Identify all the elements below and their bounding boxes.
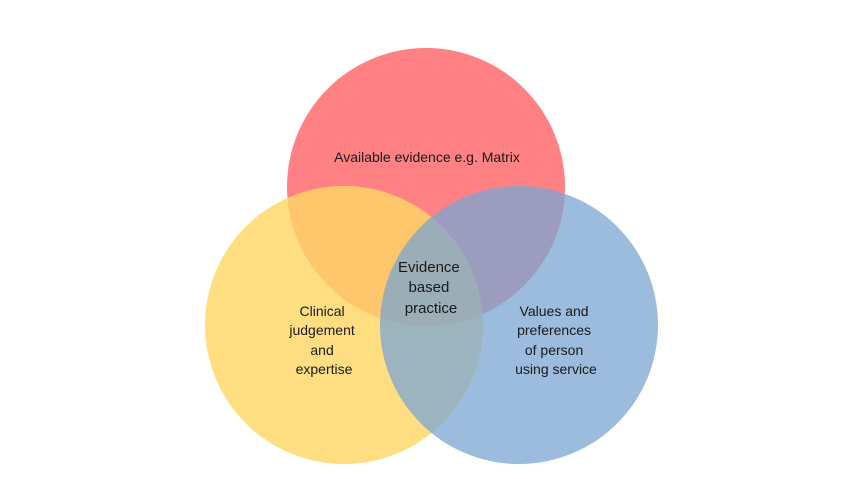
label-values-line-2: preferences <box>517 322 591 338</box>
label-values-line-1: Values and <box>520 303 589 319</box>
label-clinical-line-3: and <box>310 342 333 358</box>
label-values-line-3: of person <box>525 342 583 358</box>
label-clinical-line-4: expertise <box>296 361 353 377</box>
label-values-preferences: Values and preferences of person using s… <box>515 303 597 377</box>
label-evidence-based-practice: Evidence based practice <box>398 259 464 317</box>
venn-circles <box>205 48 658 464</box>
label-available-evidence-line-1: Available evidence e.g. Matrix <box>334 149 520 165</box>
label-clinical-line-1: Clinical <box>299 303 344 319</box>
circle-values-preferences <box>380 186 658 464</box>
label-center-line-1: Evidence <box>398 259 460 276</box>
label-available-evidence: Available evidence e.g. Matrix <box>334 149 520 165</box>
label-center-line-2: based <box>408 279 449 296</box>
label-clinical-judgement: Clinical judgement and expertise <box>288 303 358 377</box>
label-values-line-4: using service <box>515 361 597 377</box>
label-center-line-3: practice <box>405 300 458 317</box>
label-clinical-line-2: judgement <box>288 322 354 338</box>
